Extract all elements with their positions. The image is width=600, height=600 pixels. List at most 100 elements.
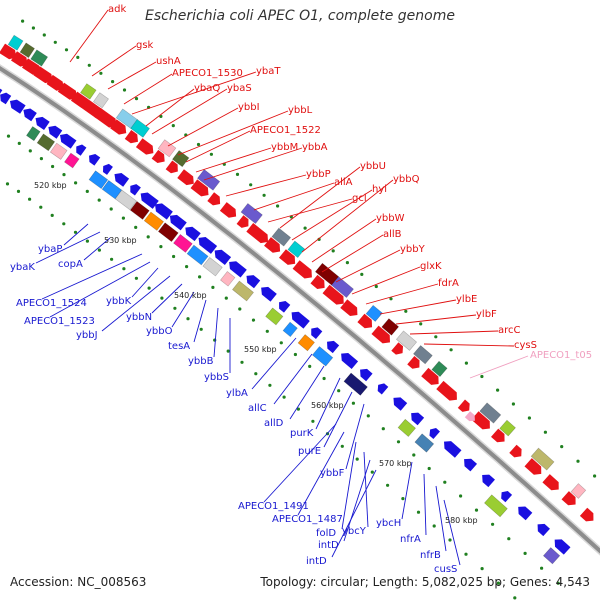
- forward-gene-label: ylbE: [456, 294, 477, 305]
- forward-cog-block: [197, 169, 221, 191]
- forward-cog-block: [80, 83, 97, 100]
- forward-cog-block: [365, 304, 383, 322]
- forward-gene-label: gsk: [136, 40, 154, 51]
- reverse-label-leader: [63, 223, 89, 246]
- track-dot: [527, 416, 532, 420]
- reverse-cds-arrow: [214, 249, 232, 265]
- track-dot: [540, 566, 544, 570]
- reverse-cds-arrow: [341, 353, 359, 370]
- forward-cds-arrow: [471, 411, 490, 430]
- track-dot: [480, 374, 484, 379]
- track-dot: [31, 26, 35, 30]
- forward-cds-arrow: [21, 58, 41, 75]
- forward-gene-label: ybbI: [238, 102, 260, 113]
- reverse-label-leader: [443, 499, 461, 566]
- forward-cog-block: [381, 318, 400, 336]
- backbone-line: [0, 65, 600, 554]
- forward-cds-arrow: [151, 149, 165, 164]
- reverse-label-leader: [251, 337, 297, 390]
- reverse-cog-block: [88, 170, 109, 190]
- forward-cds-arrow: [391, 342, 404, 355]
- accession-text: Accession: NC_008563: [10, 575, 147, 589]
- reverse-cds-arrow: [246, 275, 261, 289]
- reverse-label-leader: [435, 485, 447, 552]
- track-dot: [16, 189, 21, 193]
- forward-cds-arrow: [357, 313, 373, 329]
- reverse-cds-arrow: [261, 286, 277, 302]
- reverse-cds-arrow: [169, 214, 187, 231]
- forward-cds-arrow: [165, 160, 178, 174]
- reverse-gene-label: APECO1_1487: [272, 514, 343, 525]
- forward-gene-label: ushA: [156, 56, 181, 67]
- reverse-gene-label: tesA: [168, 341, 190, 352]
- track-dot: [122, 267, 126, 271]
- reverse-label-leader: [297, 431, 345, 516]
- forward-label-leader: [151, 88, 228, 135]
- kbp-label: 540 kbp: [174, 291, 207, 300]
- reverse-cds-arrow: [429, 428, 440, 440]
- reverse-label-leader: [343, 459, 371, 542]
- reverse-label-leader: [151, 283, 183, 314]
- track-dot: [6, 134, 11, 138]
- track-dot: [21, 19, 25, 23]
- track-dot: [209, 152, 213, 156]
- reverse-label-leader: [331, 469, 377, 558]
- forward-cds-arrow: [279, 249, 296, 265]
- track-dot: [416, 510, 421, 514]
- reverse-cds-arrow: [291, 311, 310, 329]
- forward-gene-label: adk: [108, 4, 126, 15]
- track-dot: [386, 483, 390, 487]
- track-dot: [121, 216, 125, 220]
- reverse-label-leader: [49, 261, 151, 318]
- map-title: Escherichia coli APEC O1, complete genom…: [145, 8, 455, 24]
- label-leader-layer: [35, 9, 529, 566]
- track-dot: [185, 265, 189, 269]
- track-dot: [491, 522, 495, 526]
- reverse-label-leader: [289, 365, 325, 420]
- track-dot: [448, 538, 452, 542]
- kbp-label: 580 kbp: [445, 516, 478, 525]
- track-dot: [42, 33, 46, 37]
- track-dot: [337, 389, 341, 393]
- rna-gene-label: APECO1_t05: [530, 350, 592, 361]
- forward-gene-label: ybbP: [306, 169, 331, 180]
- reverse-label-leader: [345, 403, 365, 470]
- forward-label-leader: [365, 283, 439, 305]
- reverse-cds-arrow: [501, 491, 513, 503]
- forward-cog-block: [271, 227, 292, 247]
- reverse-gene-label: nfrA: [400, 534, 421, 545]
- forward-label-leader: [409, 330, 499, 335]
- forward-cds-arrow: [292, 260, 312, 279]
- reverse-cds-arrow: [185, 226, 201, 242]
- reverse-gene-label: ybcH: [376, 518, 401, 529]
- forward-label-leader: [185, 130, 251, 163]
- reverse-cds-arrow: [377, 383, 389, 395]
- reverse-gene-label: allD: [264, 418, 284, 429]
- track-dot: [28, 149, 32, 153]
- reverse-gene-label: ybbN: [126, 312, 152, 323]
- track-dot: [331, 249, 335, 253]
- track-dot: [211, 285, 215, 289]
- track-dot: [507, 537, 511, 541]
- track-dot: [134, 276, 138, 280]
- track-dot: [39, 157, 44, 161]
- genome-backbone: [0, 64, 600, 556]
- reverse-cog-block: [414, 433, 435, 453]
- reverse-cog-block: [143, 211, 165, 231]
- track-dot: [322, 376, 326, 381]
- kbp-label: 550 kbp: [244, 345, 277, 354]
- reverse-cog-block: [297, 334, 315, 352]
- reverse-cog-block: [173, 233, 193, 253]
- forward-gene-label: ylbF: [476, 309, 497, 320]
- reverse-cds-arrow: [140, 192, 159, 209]
- reverse-cog-block: [202, 256, 223, 277]
- reverse-label-leader: [263, 423, 337, 503]
- kbp-label: 560 kbp: [311, 401, 344, 410]
- track-dot: [432, 524, 436, 528]
- forward-cog-block: [570, 483, 587, 499]
- track-dot: [308, 364, 312, 368]
- reverse-cds-arrow: [76, 144, 87, 156]
- forward-gene-label: ybaQ: [194, 83, 220, 94]
- reverse-gene-label: APECO1_1491: [238, 501, 309, 512]
